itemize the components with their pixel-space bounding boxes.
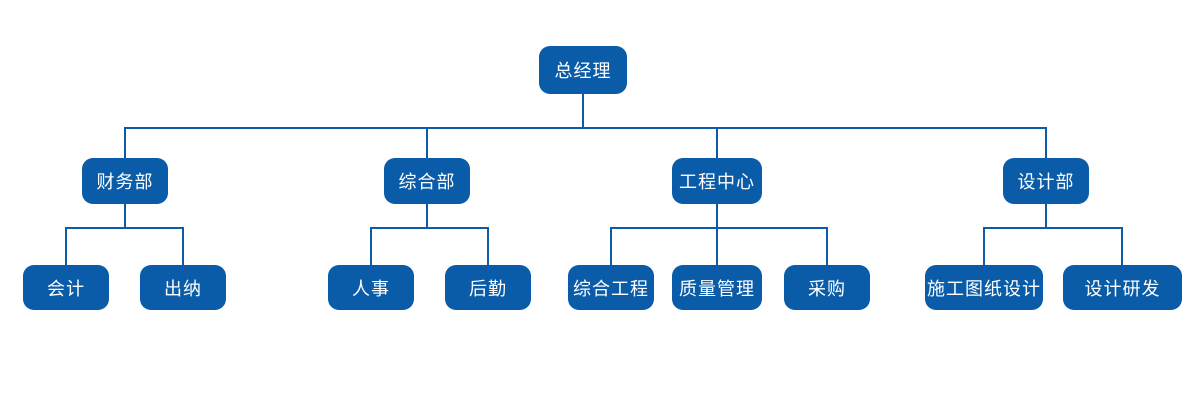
- node-design-rd: 设计研发: [1063, 265, 1182, 310]
- connector-line: [716, 229, 718, 265]
- connector-line: [582, 94, 584, 127]
- node-procurement: 采购: [784, 265, 870, 310]
- node-engineering-center: 工程中心: [672, 158, 762, 204]
- node-finance-dept: 财务部: [82, 158, 168, 204]
- connector-line: [124, 204, 126, 227]
- connector-line: [426, 204, 428, 227]
- connector-line: [716, 129, 718, 158]
- connector-line: [983, 229, 985, 265]
- connector-line: [826, 229, 828, 265]
- node-construction-drawing-design: 施工图纸设计: [925, 265, 1043, 310]
- connector-line: [370, 227, 489, 229]
- connector-line: [65, 229, 67, 265]
- node-hr: 人事: [328, 265, 414, 310]
- connector-line: [65, 227, 184, 229]
- connector-line: [610, 229, 612, 265]
- connector-line: [487, 229, 489, 265]
- connector-line: [1045, 204, 1047, 227]
- node-accounting: 会计: [23, 265, 109, 310]
- connector-line: [124, 129, 126, 158]
- connector-line: [1121, 229, 1123, 265]
- connector-line: [182, 229, 184, 265]
- connector-line: [983, 227, 1123, 229]
- node-design-dept: 设计部: [1003, 158, 1089, 204]
- connector-line: [610, 227, 828, 229]
- connector-line: [370, 229, 372, 265]
- node-logistics: 后勤: [445, 265, 531, 310]
- connector-line: [716, 204, 718, 227]
- node-general-engineering: 综合工程: [568, 265, 654, 310]
- connector-line: [124, 127, 1047, 129]
- connector-line: [426, 129, 428, 158]
- node-cashier: 出纳: [140, 265, 226, 310]
- node-quality-management: 质量管理: [672, 265, 762, 310]
- node-general-manager: 总经理: [539, 46, 627, 94]
- connector-line: [1045, 129, 1047, 158]
- node-general-affairs-dept: 综合部: [384, 158, 470, 204]
